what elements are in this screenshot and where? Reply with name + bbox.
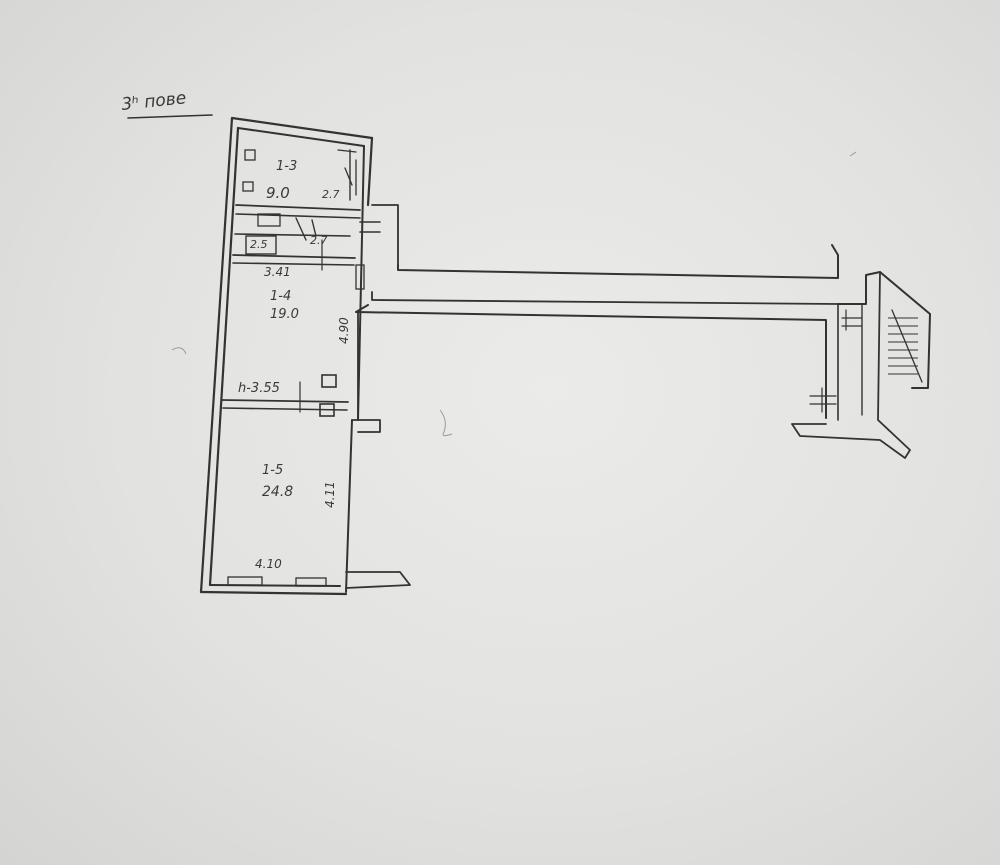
floor-label: 3ʰ пове xyxy=(120,88,187,115)
dim-top-side: 2.7 xyxy=(322,188,340,201)
room-number-2: 1-4 xyxy=(270,289,291,304)
dim-mid-height: 4.90 xyxy=(337,317,351,344)
corridor xyxy=(355,244,839,421)
floor-label-underline xyxy=(127,114,213,119)
room-area-3: 24.8 xyxy=(262,484,293,500)
building-outline xyxy=(199,116,411,596)
dim-lower-height: 4.11 xyxy=(323,481,337,508)
dim-small-a: 2.7 xyxy=(310,234,328,247)
dim-ceiling-height: h-3.55 xyxy=(238,381,280,396)
room-labels: 1-3 9.0 1-4 19.0 1-5 24.8 xyxy=(262,159,299,500)
dimension-labels: 3.41 4.90 h-3.55 4.11 4.10 2.7 2.7 2.5 xyxy=(238,188,351,571)
dim-small-b: 2.5 xyxy=(250,238,268,251)
staircase xyxy=(791,271,931,459)
room-number-3: 1-5 xyxy=(262,463,283,478)
room-area-2: 19.0 xyxy=(270,307,299,322)
room-number-1: 1-3 xyxy=(276,159,297,174)
pencil-marks xyxy=(171,151,857,437)
dim-upper-width: 3.41 xyxy=(264,265,291,279)
interior-walls xyxy=(221,149,399,417)
room-area-1: 9.0 xyxy=(266,184,290,202)
dim-bottom-width: 4.10 xyxy=(255,557,282,571)
